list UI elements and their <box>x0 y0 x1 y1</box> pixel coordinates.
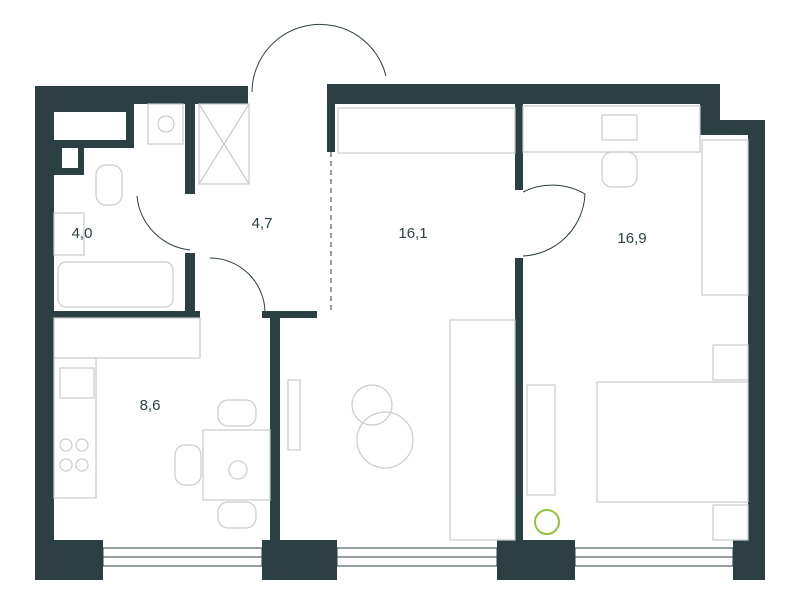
walls <box>35 84 765 580</box>
area-label-bedroom: 16,9 <box>617 230 646 247</box>
toilet <box>95 164 123 206</box>
area-label-kitchen: 8,6 <box>140 397 161 414</box>
counter <box>53 317 201 359</box>
furniture <box>53 103 749 541</box>
wardrobe-bedroom <box>701 139 749 296</box>
wardrobe <box>198 103 250 185</box>
doors <box>136 23 586 313</box>
dining-table <box>202 429 271 501</box>
washing-machine <box>147 103 184 145</box>
side-table <box>351 384 393 426</box>
windows <box>102 547 734 567</box>
area-label-hallway: 4,7 <box>252 215 273 232</box>
sink <box>53 212 85 256</box>
desk <box>522 105 701 153</box>
area-label-living-room: 16,1 <box>398 225 427 242</box>
closet <box>337 107 516 154</box>
bed <box>596 381 749 503</box>
plant-icon <box>534 509 560 535</box>
sofa <box>449 319 516 541</box>
coffee-table <box>356 411 414 469</box>
kitchen-unit <box>53 357 97 499</box>
bathtub <box>57 261 174 308</box>
area-label-bathroom: 4,0 <box>72 225 93 242</box>
tv-stand <box>526 384 556 496</box>
